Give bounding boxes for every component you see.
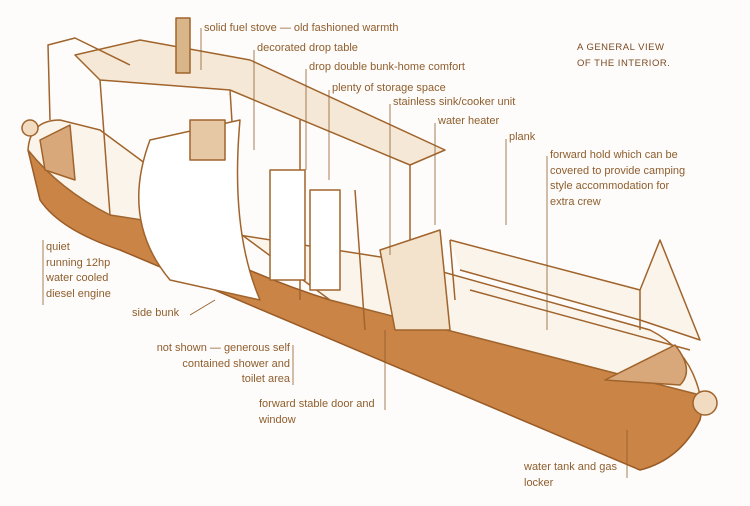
label-side-bunk: side bunk	[132, 307, 180, 319]
door-panel	[269, 169, 306, 281]
label-line: forward hold which can be	[550, 149, 678, 161]
label-line: covered to provide camping	[550, 164, 686, 177]
label-stove: solid fuel stove — old fashioned warmth	[204, 22, 399, 34]
tiller	[47, 37, 131, 121]
forward-hold-frame	[449, 239, 701, 341]
label-line: contained shower and	[182, 357, 290, 370]
label-line: water tank and gas	[524, 461, 617, 473]
bow-deck	[604, 344, 688, 386]
stern-fender	[21, 119, 39, 137]
label-storage: plenty of storage space	[332, 82, 446, 94]
door-panel	[309, 189, 341, 291]
stern-deck	[39, 124, 76, 181]
stove	[189, 119, 226, 161]
label-line: quiet	[46, 241, 70, 253]
label-line: toilet area	[241, 373, 290, 385]
label-line: water cooled	[46, 272, 109, 284]
label-line: extra crew	[550, 195, 601, 208]
label-line: window	[259, 413, 296, 426]
label-line: style accommodation for	[550, 180, 670, 192]
title-line: A GENERAL VIEW	[577, 42, 665, 53]
title-line: OF THE INTERIOR.	[577, 58, 671, 69]
diagram-title: A GENERAL VIEW OF THE INTERIOR.	[577, 40, 670, 72]
label-heater: water heater	[438, 115, 500, 127]
label-line: locker	[524, 476, 554, 489]
bow-fender	[692, 390, 718, 416]
galley-unit	[379, 229, 451, 331]
label-engine: quiet running 12hp water cooled diesel e…	[46, 240, 111, 302]
bulkhead	[138, 119, 261, 301]
label-door: forward stable door and window	[259, 397, 375, 428]
label-forward-hold: forward hold which can be covered to pro…	[550, 148, 685, 210]
chimney	[175, 17, 191, 74]
label-tank: water tank and gas locker	[524, 460, 617, 491]
label-shower: not shown — generous self contained show…	[140, 341, 290, 388]
label-line: forward stable door and	[259, 398, 375, 410]
cabin-roof	[74, 39, 446, 166]
label-sink: stainless sink/cooker unit	[393, 96, 516, 108]
label-table: decorated drop table	[257, 42, 358, 54]
label-line: not shown — generous self	[156, 342, 290, 354]
label-bunk: drop double bunk-home comfort	[309, 61, 465, 73]
label-line: running 12hp	[46, 256, 111, 269]
label-plank: plank	[509, 131, 536, 143]
label-line: diesel engine	[46, 287, 111, 300]
